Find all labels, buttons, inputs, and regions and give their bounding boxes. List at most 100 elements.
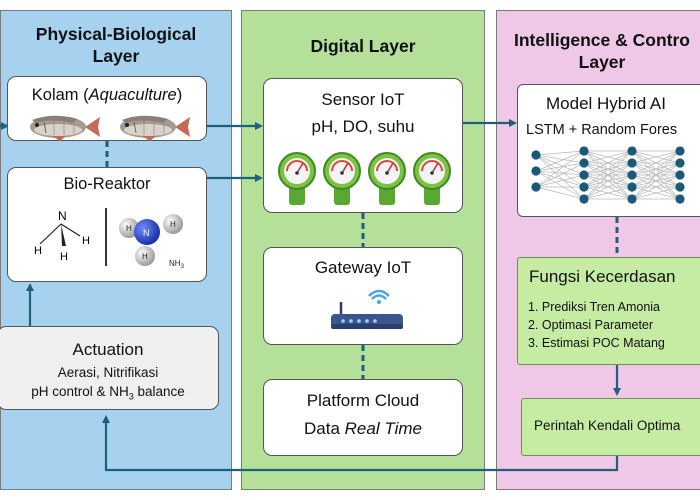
neural-edge [535, 162, 585, 172]
neural-edge [535, 170, 585, 188]
neural-node [531, 182, 541, 192]
neural-node [531, 150, 541, 160]
sensor-subtitle: pH, DO, suhu [311, 117, 415, 136]
gauge-icon [323, 152, 361, 205]
neural-edge [535, 162, 585, 188]
neural-network-icon [531, 146, 685, 204]
fungsi-list: 1. Prediksi Tren Amonia 2. Optimasi Para… [528, 298, 665, 352]
neural-edge [631, 162, 681, 200]
actuation-box: Actuation Aerasi, Nitrifikasi pH control… [0, 326, 219, 410]
model-subtitle: LSTM + Random Fores [526, 122, 678, 138]
model-n-label: N [143, 228, 150, 238]
fungsi-item: 1. Prediksi Tren Amonia [528, 300, 661, 314]
neural-node [579, 170, 589, 180]
ammonia-3d-model-icon: N H H H NH3 [119, 214, 185, 270]
fungsi-kecerdasan-box: Fungsi Kecerdasan 1. Prediksi Tren Amoni… [517, 257, 700, 365]
actuation-line1: Aerasi, Nitrifikasi [57, 365, 159, 380]
kolam-label: Kolam (Aquaculture) [8, 86, 206, 105]
perintah-kendali-box: Perintah Kendali Optima [521, 398, 700, 456]
neural-edge [535, 154, 585, 164]
neural-edge [583, 162, 633, 200]
neural-node [675, 182, 685, 192]
actuation-title: Actuation [72, 340, 144, 359]
platform-cloud-box: Platform Cloud Data Real Time [263, 379, 463, 456]
ammonia-structure-icon: N H H H [34, 209, 90, 263]
intelligence-layer-title-line2: Layer [578, 52, 626, 72]
neural-node [579, 146, 589, 156]
neural-edge [535, 174, 585, 188]
neural-node [675, 158, 685, 168]
neural-edge [631, 186, 681, 200]
physical-layer-title-line1: Physical-Biological [35, 24, 197, 44]
neural-edge [631, 174, 681, 200]
fungsi-title: Fungsi Kecerdasan [529, 267, 676, 286]
tilapia-fish-icon [30, 115, 100, 141]
actuation-line2-prefix: pH control & NH [31, 384, 129, 399]
intelligence-layer-title-line1: Intelligence & Contro [514, 30, 690, 50]
neural-edge [535, 150, 585, 188]
model-h1-label: H [126, 224, 132, 233]
neural-node [627, 146, 637, 156]
intelligence-layer-title: Intelligence & Contro Layer [497, 29, 700, 73]
neural-edge [535, 150, 585, 172]
neural-edge [535, 154, 585, 200]
actuation-line2: pH control & NH3 balance [0, 384, 218, 402]
nh3-formula-label: NH3 [169, 259, 185, 270]
neural-edge [535, 154, 585, 176]
neural-edge [535, 170, 585, 200]
neural-node [675, 194, 685, 204]
neural-edge [583, 150, 633, 200]
kolam-label-prefix: Kolam ( [31, 86, 89, 104]
neural-edge [583, 174, 633, 200]
neural-node [579, 194, 589, 204]
sensor-title: Sensor IoT [321, 90, 405, 109]
neural-edge [583, 186, 633, 200]
bioreaktor-title: Bio-Reaktor [63, 175, 151, 193]
neural-node [675, 170, 685, 180]
perintah-label: Perintah Kendali Optima [534, 418, 681, 433]
digital-layer-title: Digital Layer [310, 36, 416, 56]
neural-edge [583, 150, 633, 164]
tilapia-fish-icon [120, 115, 190, 141]
cloud-subtitle-italic: Real Time [344, 419, 422, 438]
neural-edge [535, 154, 585, 188]
bioreaktor-box: Bio-Reaktor N H H H N H H H NH3 [7, 167, 207, 282]
neural-edge [583, 150, 633, 188]
neural-edge [535, 170, 585, 176]
physical-layer-title: Physical-Biological Layer [1, 23, 231, 67]
model-hybrid-ai-box: Model Hybrid AI LSTM + Random Fores [517, 84, 700, 217]
model-h2-label: H [170, 220, 176, 229]
neural-edge [631, 150, 681, 188]
model-h3-label: H [142, 252, 148, 261]
neural-node [675, 146, 685, 156]
gauge-icon [278, 152, 316, 205]
molecule-h2-label: H [82, 235, 90, 247]
neural-node [627, 158, 637, 168]
physical-layer-title-line2: Layer [92, 46, 140, 66]
neural-node [627, 194, 637, 204]
gauge-icon [368, 152, 406, 205]
cloud-title: Platform Cloud [306, 391, 420, 410]
neural-node [579, 182, 589, 192]
actuation-line2-sub: 3 [128, 391, 134, 402]
fungsi-item: 2. Optimasi Parameter [528, 318, 654, 332]
cloud-subtitle: Data Real Time [264, 419, 462, 439]
neural-edge [535, 186, 585, 200]
wifi-router-icon [331, 289, 403, 329]
fungsi-item: 3. Estimasi POC Matang [528, 336, 665, 350]
molecule-h3-label: H [60, 251, 68, 263]
molecule-h1-label: H [34, 245, 42, 257]
cloud-subtitle-prefix: Data [304, 419, 345, 438]
neural-edge [631, 150, 681, 176]
actuation-line2-suffix: balance [133, 384, 185, 399]
neural-edge [535, 150, 585, 156]
sensor-iot-box: Sensor IoT pH, DO, suhu [263, 78, 463, 213]
neural-node [531, 166, 541, 176]
kolam-label-suffix: ) [176, 86, 183, 104]
neural-edge [631, 150, 681, 200]
bioreaktor-divider [105, 208, 107, 266]
molecule-n-label: N [58, 209, 67, 223]
neural-node [579, 158, 589, 168]
sensor-gauges [278, 152, 451, 205]
neural-node [627, 170, 637, 180]
